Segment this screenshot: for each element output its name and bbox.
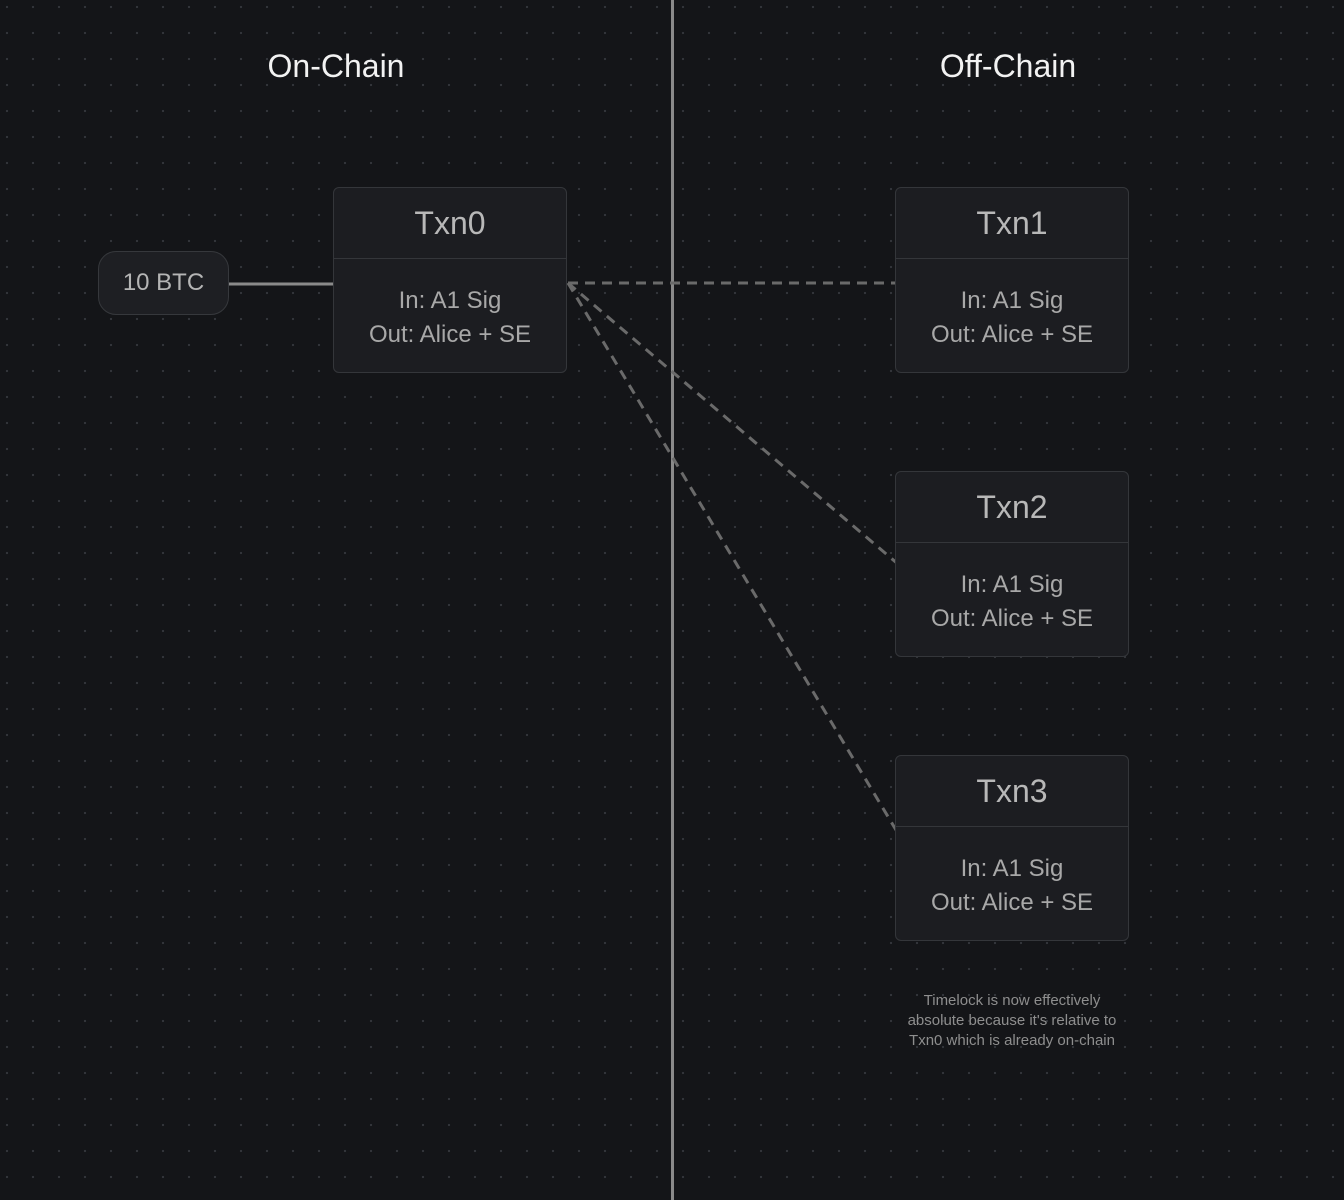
txn-title: Txn3 xyxy=(896,756,1128,827)
txn0-to-txn2-wire xyxy=(567,281,906,572)
on-chain-heading: On-Chain xyxy=(267,48,405,84)
txn-title: Txn2 xyxy=(896,472,1128,543)
txn-input: In: A1 Sig xyxy=(960,571,1064,598)
txn-output: Out: Alice + SE xyxy=(930,889,1094,916)
txn-input: In: A1 Sig xyxy=(960,855,1064,882)
txn-output: Out: Alice + SE xyxy=(368,321,532,348)
txn0-to-txn3-wire xyxy=(566,282,907,846)
chain-divider xyxy=(671,0,674,1200)
txn-input: In: A1 Sig xyxy=(398,287,502,314)
txn-output: Out: Alice + SE xyxy=(930,321,1094,348)
txn-title: Txn0 xyxy=(334,188,566,259)
txn-title: Txn1 xyxy=(896,188,1128,259)
off-chain-heading: Off-Chain xyxy=(939,48,1077,84)
timelock-note: Timelock is now effectively absolute bec… xyxy=(907,992,1117,1049)
txn-input: In: A1 Sig xyxy=(960,287,1064,314)
btc-amount-node[interactable]: 10 BTC xyxy=(98,251,229,315)
txn-output: Out: Alice + SE xyxy=(930,605,1094,632)
